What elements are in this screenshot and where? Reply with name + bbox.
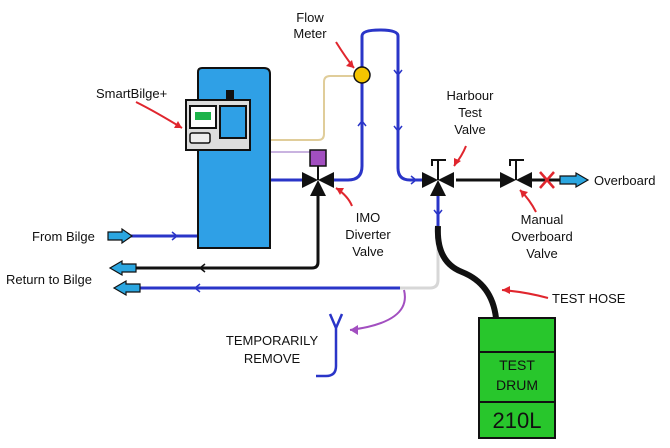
harbour-label-line-2: Test <box>458 105 482 120</box>
manual-body-right <box>516 172 532 188</box>
harbour-body-left <box>422 172 438 188</box>
remove-callout-arrowhead <box>350 325 358 335</box>
removable-pipe-section <box>400 200 440 290</box>
flow-meter-signal-wire <box>208 75 354 141</box>
flow-arrow-return-black <box>198 263 206 273</box>
pipework <box>130 28 560 290</box>
test-hose <box>434 225 499 319</box>
diverter-return-line <box>135 196 320 270</box>
unit-top-knob <box>226 90 234 100</box>
drum-capacity-label: 210L <box>493 408 542 433</box>
imo-label-line-3: Valve <box>352 244 384 259</box>
overboard-label: Overboard <box>594 173 655 188</box>
temporarily-remove-line-1: TEMPORARILY <box>226 333 319 348</box>
from-bilge-label: From Bilge <box>32 229 95 244</box>
flow-arrow-right <box>410 175 418 185</box>
return-to-bilge-label: Return to Bilge <box>6 272 92 287</box>
remove-callout-arrow <box>349 289 406 331</box>
manual-label-line-3: Valve <box>526 246 558 261</box>
manual-label-line-1: Manual <box>521 212 564 227</box>
flow-meter-icon <box>353 66 371 84</box>
flow-arrow-up <box>357 119 367 127</box>
closed-x-icon <box>539 171 555 189</box>
inlet-arrow-icon <box>107 227 134 245</box>
flow-arrow-down-1 <box>393 69 403 77</box>
unit-display-right <box>219 105 247 139</box>
smartbilge-unit <box>185 67 271 249</box>
temporarily-remove-line-2: REMOVE <box>244 351 301 366</box>
harbour-body-bottom <box>430 180 446 196</box>
flow-meter-label-line-1: Flow <box>296 10 324 25</box>
unit-display-led <box>195 112 211 120</box>
harbour-label-line-1: Harbour <box>447 88 495 103</box>
smartbilge-label: SmartBilge+ <box>96 86 167 101</box>
drum-label-line-1: TEST <box>499 357 535 373</box>
drum-body <box>478 317 556 439</box>
harbour-label-line-3: Valve <box>454 122 486 137</box>
harbour-test-valve-icon <box>422 159 454 196</box>
removable-fitting-icon <box>316 313 344 378</box>
diverter-body-left <box>302 172 318 188</box>
manual-label-line-2: Overboard <box>511 229 572 244</box>
manual-body-left <box>500 172 516 188</box>
harbour-body-right <box>438 172 454 188</box>
flow-arrow-down-2 <box>393 125 403 133</box>
imo-label-line-2: Diverter <box>345 227 391 242</box>
unit-button <box>189 132 211 144</box>
diverter-actuator <box>309 149 327 167</box>
flow-arrow-inlet <box>171 231 179 241</box>
drum-label-line-2: DRUM <box>496 377 538 393</box>
imo-diverter-valve-icon <box>302 149 334 196</box>
return-arrow-blue-icon <box>112 279 141 297</box>
overboard-arrow-icon <box>559 171 590 189</box>
manual-overboard-valve-icon <box>500 159 532 188</box>
imo-label-line-1: IMO <box>356 210 381 225</box>
test-hose-label: TEST HOSE <box>552 291 626 306</box>
flow-arrow-return <box>193 283 201 293</box>
harbour-valve-handle <box>431 159 446 166</box>
test-drum: TEST DRUM 210L <box>478 317 556 439</box>
return-arrow-black-icon <box>108 259 137 277</box>
callout-arrowheads <box>174 60 528 294</box>
flow-arrow-branch <box>433 209 443 217</box>
flow-meter-label-line-2: Meter <box>293 26 327 41</box>
callout-smartbilge <box>135 101 183 129</box>
manual-valve-handle <box>509 159 524 166</box>
flow-loop-pipe <box>334 28 422 182</box>
diverter-body-right <box>318 172 334 188</box>
flow-arrows <box>171 69 443 293</box>
diverter-body-bottom <box>310 180 326 196</box>
